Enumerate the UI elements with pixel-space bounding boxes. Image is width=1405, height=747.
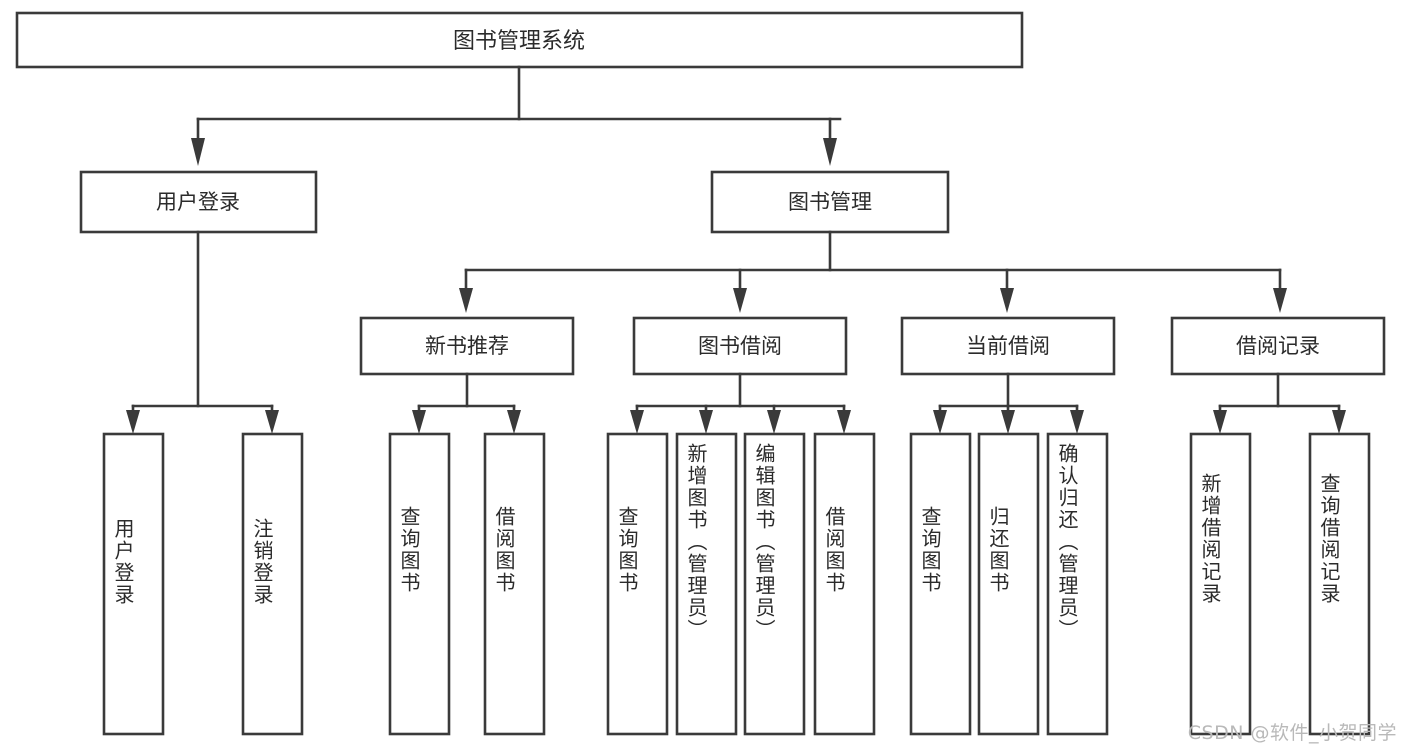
node-root[interactable]: 图书管理系统: [15, 11, 1024, 69]
leaf-box-user-login-0[interactable]: [102, 432, 165, 736]
node-user-login[interactable]: 用户登录: [79, 170, 318, 234]
edge-group-bookborrow-to-leaves: [630, 372, 851, 434]
node-borrow-record-label: 借阅记录: [1236, 334, 1320, 358]
arrow-head-icon: [933, 410, 947, 434]
edge-group-root-to-level2: [191, 65, 842, 166]
leaf-box-new-book-0[interactable]: [388, 432, 451, 736]
edge-group-bookmgmt-to-level3: [459, 230, 1287, 313]
arrow-head-icon: [699, 410, 713, 434]
arrow-head-icon: [1332, 410, 1346, 434]
arrow-head-icon: [459, 288, 473, 313]
node-book-borrow[interactable]: 图书借阅: [632, 316, 848, 376]
leaf-box-new-book-1[interactable]: [483, 432, 546, 736]
arrow-head-icon: [265, 410, 279, 434]
leaf-box-borrow-record-0[interactable]: [1189, 432, 1252, 736]
node-new-book-recommend-box[interactable]: [359, 316, 575, 376]
leaf-box-current-borrow-2[interactable]: [1046, 432, 1109, 736]
node-user-login-label: 用户登录: [156, 190, 240, 214]
node-root-box[interactable]: [15, 11, 1024, 69]
arrow-head-icon: [1000, 288, 1014, 313]
leaf-box-book-borrow-0[interactable]: [606, 432, 669, 736]
edge-group-newbook-to-leaves: [412, 372, 521, 434]
arrow-head-icon: [1070, 410, 1084, 434]
arrow-head-icon: [733, 288, 747, 313]
leaf-box-current-borrow-1[interactable]: [977, 432, 1040, 736]
watermark-text: CSDN @软件_小贺同学: [1187, 722, 1397, 744]
arrow-head-icon: [1001, 410, 1015, 434]
arrow-head-icon: [1213, 410, 1227, 434]
node-borrow-record[interactable]: 借阅记录: [1170, 316, 1386, 376]
node-current-borrow-box[interactable]: [900, 316, 1116, 376]
leaf-box-book-borrow-2[interactable]: [743, 432, 806, 736]
arrow-head-icon: [191, 138, 205, 166]
leaf-box-book-borrow-1[interactable]: [675, 432, 738, 736]
node-current-borrow-label: 当前借阅: [966, 334, 1050, 358]
node-book-management-box[interactable]: [710, 170, 950, 234]
node-book-management[interactable]: 图书管理: [710, 170, 950, 234]
edge-group-userlogin-to-leaves: [126, 230, 279, 434]
node-new-book-recommend-label: 新书推荐: [425, 334, 509, 358]
arrow-head-icon: [1273, 288, 1287, 313]
arrow-head-icon: [126, 410, 140, 434]
leaf-box-user-login-1[interactable]: [241, 432, 304, 736]
arrow-head-icon: [630, 410, 644, 434]
arrow-head-icon: [823, 138, 837, 166]
node-book-borrow-box[interactable]: [632, 316, 848, 376]
node-new-book-recommend[interactable]: 新书推荐: [359, 316, 575, 376]
node-current-borrow[interactable]: 当前借阅: [900, 316, 1116, 376]
edge-group-currentborrow-to-leaves: [933, 372, 1084, 434]
leaf-box-borrow-record-1[interactable]: [1308, 432, 1371, 736]
edge-group-borrowrecord-to-leaves: [1213, 372, 1346, 434]
node-root-label: 图书管理系统: [453, 29, 585, 54]
leaf-box-book-borrow-3[interactable]: [813, 432, 876, 736]
arrow-head-icon: [837, 410, 851, 434]
node-borrow-record-box[interactable]: [1170, 316, 1386, 376]
node-book-management-label: 图书管理: [788, 190, 872, 214]
leaf-box-current-borrow-0[interactable]: [909, 432, 972, 736]
arrow-head-icon: [767, 410, 781, 434]
node-book-borrow-label: 图书借阅: [698, 334, 782, 358]
arrow-head-icon: [412, 410, 426, 434]
arrow-head-icon: [507, 410, 521, 434]
